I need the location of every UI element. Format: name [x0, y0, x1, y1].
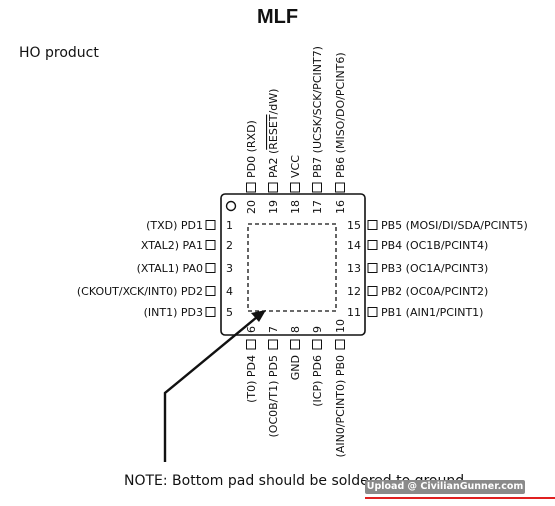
- pin-number-8: 8: [289, 326, 302, 333]
- subtitle: HO product: [19, 45, 99, 61]
- diagram-title: MLF: [256, 6, 299, 28]
- pin-number-15: 15: [347, 219, 361, 232]
- pin-pad-12: [367, 286, 378, 296]
- pin-number-1: 1: [226, 219, 233, 232]
- pin-number-13: 13: [347, 262, 361, 275]
- pin-label-9: (ICP) PD6: [311, 355, 324, 407]
- pin-pad-19: [268, 182, 278, 193]
- pin-pad-2: [205, 240, 216, 250]
- exposed-pad: [247, 223, 337, 312]
- pin-label-11: PB1 (AIN1/PCINT1): [381, 306, 483, 319]
- pin-pad-7: [268, 339, 278, 350]
- pin-label-12: PB2 (OC0A/PCINT2): [381, 285, 488, 298]
- pin-pad-6: [246, 339, 256, 350]
- pin-number-14: 14: [347, 239, 361, 252]
- pin-label-20: PD0 (RXD): [245, 120, 258, 178]
- watermark-underline: [365, 497, 555, 499]
- pin-pad-17: [312, 182, 322, 193]
- pin-number-10: 10: [334, 319, 347, 333]
- pin-pad-3: [205, 263, 216, 273]
- pin-number-7: 7: [267, 326, 280, 333]
- pin-number-11: 11: [347, 306, 361, 319]
- pin-pad-1: [205, 220, 216, 230]
- pin-pad-15: [367, 220, 378, 230]
- pin-number-16: 16: [334, 200, 347, 214]
- pin-pad-11: [367, 307, 378, 317]
- pin-pad-13: [367, 263, 378, 273]
- pin-label-13: PB3 (OC1A/PCINT3): [381, 262, 488, 275]
- pin-label-18: VCC: [289, 155, 302, 178]
- pin-pad-10: [335, 339, 345, 350]
- pin-label-17: PB7 (UCSK/SCK/PCINT7): [311, 46, 324, 178]
- pin-label-4: (CKOUT/XCK/INT0) PD2: [77, 285, 203, 298]
- pin-number-9: 9: [311, 326, 324, 333]
- pin-pad-16: [335, 182, 345, 193]
- pin-pad-20: [246, 182, 256, 193]
- pin-pad-5: [205, 307, 216, 317]
- pin-number-6: 6: [245, 326, 258, 333]
- pin-label-14: PB4 (OC1B/PCINT4): [381, 239, 488, 252]
- pin-number-20: 20: [245, 200, 258, 214]
- pin-pad-9: [312, 339, 322, 350]
- pin-label-3: (XTAL1) PA0: [137, 262, 203, 275]
- watermark: Upload @ CivilianGunner.com: [365, 480, 525, 494]
- pin-number-4: 4: [226, 285, 233, 298]
- pin-label-15: PB5 (MOSI/DI/SDA/PCINT5): [381, 219, 528, 232]
- pin-pad-8: [290, 339, 300, 350]
- pin-label-1: (TXD) PD1: [146, 219, 203, 232]
- pin-label-5: (INT1) PD3: [144, 306, 203, 319]
- pin-number-19: 19: [267, 200, 280, 214]
- pin-label-2: XTAL2) PA1: [141, 239, 203, 252]
- note-arrowhead: [251, 310, 266, 322]
- pin-pad-14: [367, 240, 378, 250]
- pin-number-3: 3: [226, 262, 233, 275]
- pin-number-18: 18: [289, 200, 302, 214]
- note-leader-line: [163, 316, 258, 462]
- pin-number-2: 2: [226, 239, 233, 252]
- pin-number-5: 5: [226, 306, 233, 319]
- pin-number-12: 12: [347, 285, 361, 298]
- pin-label-8: GND: [289, 355, 302, 380]
- pin-number-17: 17: [311, 200, 324, 214]
- pin-label-7: (OC0B/T1) PD5: [267, 355, 280, 438]
- pin-pad-4: [205, 286, 216, 296]
- pin-label-16: PB6 (MISO/DO/PCINT6): [334, 52, 347, 178]
- pin-label-6: (T0) PD4: [245, 355, 258, 403]
- pin1-marker: [225, 200, 237, 212]
- pin-label-10: (AIN0/PCINT0) PB0: [334, 355, 347, 457]
- chip-body: [220, 193, 366, 336]
- pin-label-19: PA2 (RESET/dW): [267, 89, 280, 178]
- pin-pad-18: [290, 182, 300, 193]
